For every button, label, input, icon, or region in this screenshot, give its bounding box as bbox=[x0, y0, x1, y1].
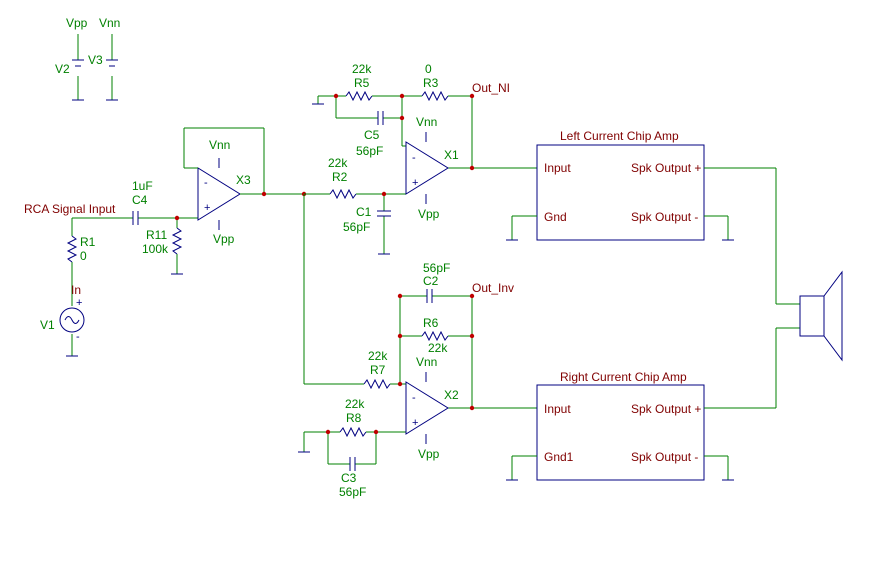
c5-capacitor bbox=[377, 111, 384, 125]
r1-value: 0 bbox=[80, 249, 87, 263]
r3-resistor bbox=[421, 90, 449, 102]
supply-v3 bbox=[106, 34, 118, 101]
x1-top-rail: Vnn bbox=[416, 115, 437, 129]
x2-bottom-rail: Vpp bbox=[418, 447, 440, 461]
x3-minus: - bbox=[204, 177, 208, 189]
left-amp-spk-minus: Spk Output - bbox=[631, 210, 698, 224]
c5-value: 56pF bbox=[356, 144, 383, 158]
left-amp-gnd: Gnd bbox=[544, 210, 567, 224]
r11-value: 100k bbox=[142, 242, 169, 256]
right-amp-title: Right Current Chip Amp bbox=[560, 370, 687, 384]
x3-name: X3 bbox=[236, 173, 251, 187]
c3-name: C3 bbox=[341, 471, 357, 485]
v1-source: + - bbox=[59, 297, 85, 343]
x3-top-rail: Vnn bbox=[209, 138, 230, 152]
net-in-label: In bbox=[71, 283, 81, 297]
c2-capacitor bbox=[426, 289, 433, 303]
r6-resistor bbox=[421, 330, 449, 342]
r1-resistor bbox=[66, 235, 78, 263]
v3-name: V3 bbox=[88, 53, 103, 67]
r2-name: R2 bbox=[332, 170, 348, 184]
svg-text:+: + bbox=[76, 297, 82, 309]
x2-plus: + bbox=[412, 417, 418, 429]
r8-name: R8 bbox=[346, 411, 362, 425]
r11-name: R11 bbox=[146, 228, 167, 242]
r7-resistor bbox=[363, 378, 391, 390]
r2-resistor bbox=[329, 188, 357, 200]
x1-opamp bbox=[405, 141, 449, 195]
c2-name: C2 bbox=[423, 274, 439, 288]
c4-capacitor bbox=[132, 211, 139, 225]
r11-resistor bbox=[171, 227, 183, 255]
v1-name: V1 bbox=[40, 318, 55, 332]
c3-value: 56pF bbox=[339, 485, 366, 499]
ni-wires bbox=[304, 95, 537, 255]
v3-rail-label: Vnn bbox=[99, 16, 120, 30]
r8-resistor bbox=[339, 426, 367, 438]
input-wires bbox=[66, 217, 198, 357]
x3-bottom-rail: Vpp bbox=[213, 232, 235, 246]
x2-opamp bbox=[405, 381, 449, 435]
x3-plus: + bbox=[204, 202, 210, 214]
x2-top-rail: Vnn bbox=[416, 355, 437, 369]
r2-value: 22k bbox=[328, 156, 348, 170]
r5-value: 22k bbox=[352, 62, 372, 76]
r8-value: 22k bbox=[345, 397, 365, 411]
x1-name: X1 bbox=[444, 148, 459, 162]
c2-value: 56pF bbox=[423, 261, 450, 275]
v2-name: V2 bbox=[55, 62, 70, 76]
c1-value: 56pF bbox=[343, 220, 370, 234]
r5-resistor bbox=[345, 90, 373, 102]
v2-rail-label: Vpp bbox=[66, 16, 88, 30]
supply-v2 bbox=[72, 34, 84, 101]
right-amp-spk-minus: Spk Output - bbox=[631, 450, 698, 464]
speaker-icon bbox=[775, 168, 843, 408]
rca-input-label: RCA Signal Input bbox=[24, 202, 116, 216]
left-amp-title: Left Current Chip Amp bbox=[560, 129, 679, 143]
x3-opamp bbox=[197, 167, 241, 221]
x2-minus: - bbox=[412, 392, 416, 404]
out-ni-label: Out_NI bbox=[472, 81, 510, 95]
right-amp-input: Input bbox=[544, 402, 571, 416]
x1-bottom-rail: Vpp bbox=[418, 207, 440, 221]
r3-name: R3 bbox=[423, 76, 439, 90]
r5-name: R5 bbox=[354, 76, 370, 90]
c1-capacitor bbox=[377, 210, 391, 217]
x2-name: X2 bbox=[444, 388, 459, 402]
c4-name: C4 bbox=[132, 193, 148, 207]
r6-name: R6 bbox=[423, 316, 439, 330]
left-chip-amp bbox=[506, 144, 776, 241]
left-amp-input: Input bbox=[544, 161, 571, 175]
c3-capacitor bbox=[349, 457, 356, 471]
c5-name: C5 bbox=[364, 128, 380, 142]
r1-name: R1 bbox=[80, 235, 96, 249]
out-inv-label: Out_Inv bbox=[472, 281, 514, 295]
c4-value: 1uF bbox=[132, 179, 153, 193]
c1-name: C1 bbox=[356, 205, 372, 219]
x3-wires bbox=[183, 127, 304, 230]
r7-value: 22k bbox=[368, 349, 388, 363]
right-amp-gnd: Gnd1 bbox=[544, 450, 574, 464]
svg-text:-: - bbox=[76, 331, 80, 343]
x1-plus: + bbox=[412, 177, 418, 189]
r7-name: R7 bbox=[370, 363, 386, 377]
right-chip-amp bbox=[506, 384, 776, 481]
left-amp-spk-plus: Spk Output + bbox=[631, 161, 701, 175]
r6-value: 22k bbox=[428, 341, 448, 355]
x1-minus: - bbox=[412, 152, 416, 164]
r3-value: 0 bbox=[425, 62, 432, 76]
right-amp-spk-plus: Spk Output + bbox=[631, 402, 701, 416]
